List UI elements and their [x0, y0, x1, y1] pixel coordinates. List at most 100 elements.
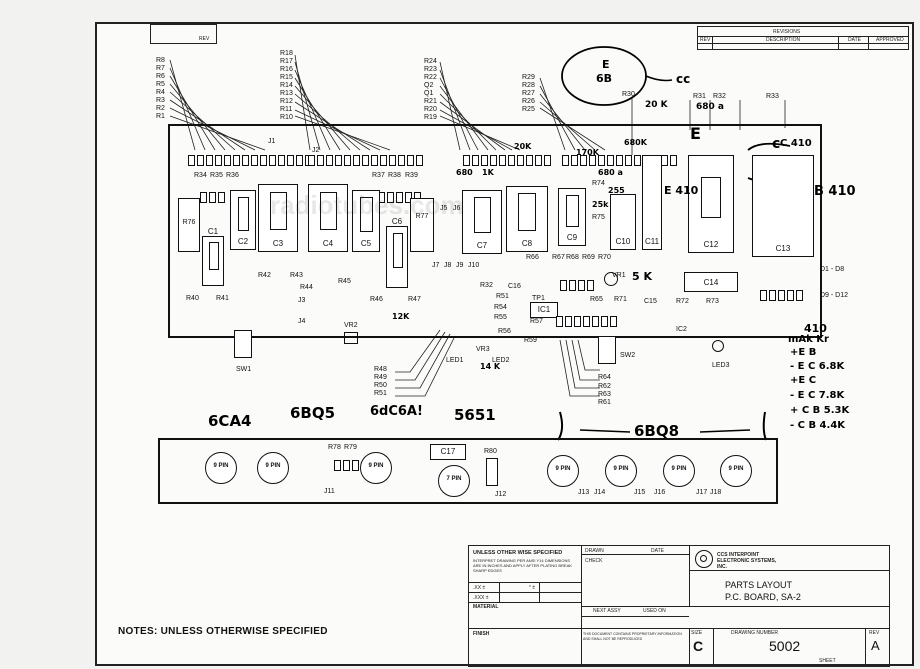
label-c3: C3	[272, 239, 284, 248]
label-r7: R7	[156, 65, 165, 72]
label-r51b: R51	[374, 390, 387, 397]
label-j6: J6	[453, 205, 461, 212]
center-pin-row	[463, 153, 553, 171]
label-r48: R48	[374, 366, 387, 373]
label-c12: C12	[703, 240, 719, 249]
label-r54: R54	[494, 304, 507, 311]
label-c4: C4	[322, 239, 334, 248]
capacitor-c3: C3	[258, 184, 298, 252]
label-r57: R57	[530, 318, 543, 325]
capacitor-c7: C7	[462, 190, 502, 254]
tube-socket-4: 7 PIN	[438, 465, 470, 497]
r34-r36-pins	[200, 190, 227, 208]
j2-pin-row	[308, 153, 425, 171]
label-ic1: IC1	[537, 305, 551, 314]
label-r51: R51	[496, 293, 509, 300]
label-r35: R35	[210, 172, 223, 179]
label-j5: J5	[440, 205, 448, 212]
label-r13: R13	[280, 90, 293, 97]
label-r28: R28	[522, 82, 535, 89]
rev-box-label: REV	[199, 36, 210, 42]
label-r38: R38	[388, 172, 401, 179]
label-r6: R6	[156, 73, 165, 80]
rev-col: REV	[700, 37, 711, 43]
finish-label: FINISH	[473, 631, 490, 637]
approved-col: APPROVED	[876, 37, 904, 43]
label-j9: J9	[456, 262, 464, 269]
label-r62: R62	[598, 383, 611, 390]
watermark: radiotubes.com	[270, 190, 464, 220]
label-r23: R23	[424, 66, 437, 73]
label-r26: R26	[522, 98, 535, 105]
tolerance-angle: ° ±	[529, 585, 536, 591]
label-j2: J2	[312, 147, 320, 154]
label-r45: R45	[338, 278, 351, 285]
capacitor-c4: C4	[308, 184, 348, 252]
capacitor-c14: C14	[684, 272, 738, 292]
label-c8: C8	[521, 239, 533, 248]
label-r32-board: R32	[480, 282, 493, 289]
title-block: UNLESS OTHER WISE SPECIFIED INTERPRET DR…	[468, 545, 890, 667]
label-r65: R65	[590, 296, 603, 303]
tube-socket-1-label: 9 PIN	[213, 463, 229, 469]
label-r66: R66	[526, 254, 539, 261]
vr1-knob[interactable]	[604, 272, 618, 286]
note-8: - C B 4.4K	[790, 420, 846, 431]
label-led3: LED3	[712, 362, 730, 369]
label-r20: R20	[424, 106, 437, 113]
tube-socket-2-label: 9 PIN	[265, 463, 281, 469]
tube-socket-8: 9 PIN	[720, 455, 752, 487]
hand-20k-b: 20K	[514, 142, 532, 151]
title-line-1: PARTS LAYOUT	[725, 580, 793, 590]
label-c2: C2	[237, 237, 249, 246]
label-r56: R56	[498, 328, 511, 335]
label-r74: R74	[592, 180, 605, 187]
capacitor-r76-block: R76	[178, 198, 200, 252]
label-r5: R5	[156, 81, 165, 88]
label-r64: R64	[598, 374, 611, 381]
label-r68: R68	[566, 254, 579, 261]
label-q1: Q1	[424, 90, 434, 97]
hand-680k: 680K	[624, 138, 647, 147]
label-c5: C5	[360, 239, 372, 248]
label-r42: R42	[258, 272, 271, 279]
revisions-table: REVISIONS REV DESCRIPTION DATE APPROVED	[697, 26, 909, 50]
drawn-label: DRAWN	[585, 548, 604, 554]
label-r12: R12	[280, 98, 293, 105]
label-j16: J16	[654, 489, 666, 496]
label-led2: LED2	[492, 357, 510, 364]
label-j17: J17	[696, 489, 708, 496]
label-r14: R14	[280, 82, 293, 89]
label-r18: R18	[280, 50, 293, 57]
label-r29: R29	[522, 74, 535, 81]
capacitor-c9: C9	[558, 188, 586, 246]
tolerance-xxx: .XXX ±	[473, 595, 489, 601]
used-on-label: USED ON	[643, 608, 666, 614]
size-label: SIZE	[691, 630, 703, 636]
label-j7: J7	[432, 262, 440, 269]
label-r37: R37	[372, 172, 385, 179]
note-5: +E C	[790, 375, 817, 386]
j1-pin-row	[188, 153, 314, 171]
hand-6dc6a: 6dC6A!	[370, 404, 423, 419]
label-r10: R10	[280, 114, 293, 121]
label-r43: R43	[290, 272, 303, 279]
switch-sw1[interactable]	[234, 330, 252, 358]
vr2-knob[interactable]	[344, 332, 358, 344]
label-c9: C9	[566, 233, 578, 242]
hand-e410: E 410	[664, 184, 699, 197]
capacitor-c12: C12	[688, 155, 734, 253]
date-col: DATE	[848, 37, 861, 43]
label-r78: R78	[328, 444, 341, 451]
label-r46: R46	[370, 296, 383, 303]
note-2: mAk Kr	[788, 334, 829, 345]
label-vr1: VR1	[612, 272, 626, 279]
switch-sw2[interactable]	[598, 336, 616, 364]
check-label: CHECK	[585, 558, 603, 564]
hand-e-mark: E	[690, 124, 701, 143]
capacitor-r77-block: R77	[410, 198, 434, 252]
hand-6b-circle: 6B	[596, 72, 613, 85]
label-r59: R59	[524, 337, 537, 344]
label-j11: J11	[324, 488, 335, 495]
